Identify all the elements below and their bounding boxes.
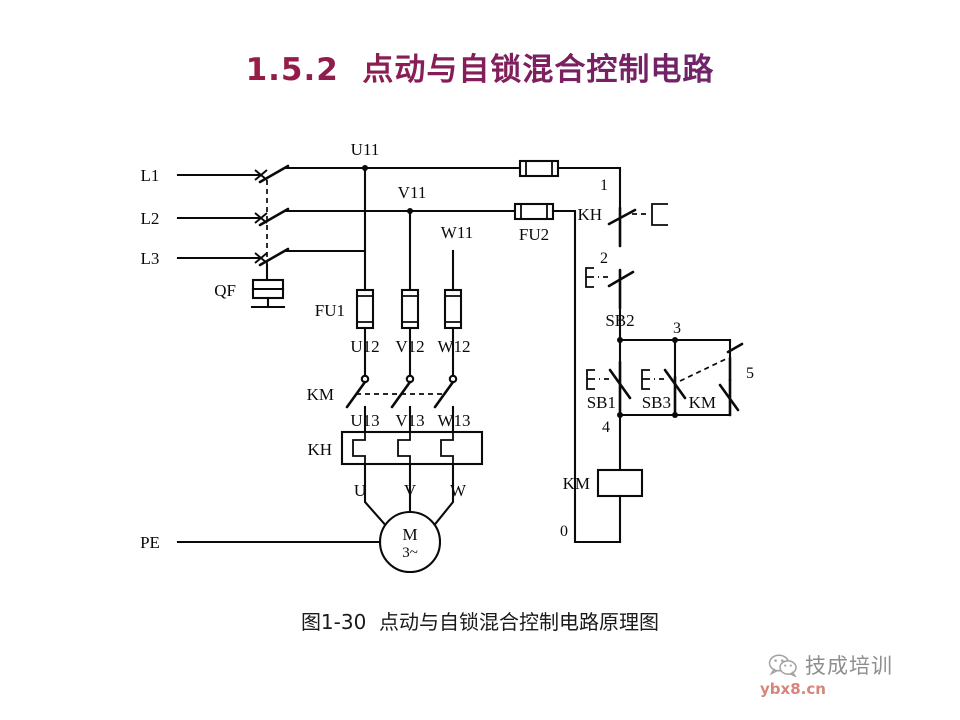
pushbutton-sb1[interactable] bbox=[586, 338, 632, 417]
label-km-coil: KM bbox=[563, 474, 590, 493]
label-pe: PE bbox=[140, 533, 160, 552]
label-v12: V12 bbox=[395, 337, 424, 356]
label-L3: L3 bbox=[141, 249, 160, 268]
thermal-relay-kh-heaters[interactable] bbox=[340, 430, 484, 466]
pushbutton-sb2[interactable] bbox=[585, 267, 635, 310]
label-v13: V13 bbox=[395, 411, 424, 430]
branch-top-bus bbox=[617, 306, 732, 379]
label-u13: U13 bbox=[350, 411, 379, 430]
phase-drops bbox=[362, 165, 455, 292]
label-w13: W13 bbox=[437, 411, 470, 430]
circuit-breaker-qf[interactable]: QF bbox=[214, 164, 290, 309]
pushbutton-sb3[interactable] bbox=[641, 357, 729, 417]
line-L3 bbox=[176, 249, 367, 260]
label-kh-heater: KH bbox=[307, 440, 332, 459]
label-sb1: SB1 bbox=[587, 393, 616, 412]
control-circuit-rails bbox=[551, 166, 622, 544]
label-kh-contact: KH bbox=[577, 205, 602, 224]
node-label-2: 2 bbox=[600, 250, 608, 267]
wechat-icon bbox=[768, 654, 797, 677]
node-label-5: 5 bbox=[746, 365, 754, 382]
km-main-contacts[interactable] bbox=[345, 374, 458, 432]
kh-nc-contact[interactable] bbox=[607, 203, 668, 248]
line-L2 bbox=[176, 209, 517, 220]
sb3-mechanical-link-right bbox=[679, 357, 729, 382]
node-label-0: 0 bbox=[560, 523, 568, 540]
label-u11: U11 bbox=[351, 140, 380, 159]
qf-x-mark bbox=[254, 169, 268, 264]
label-v11: V11 bbox=[398, 183, 427, 202]
label-qf: QF bbox=[214, 281, 236, 300]
fuse-fu1-group[interactable] bbox=[355, 288, 463, 330]
node-label-1: 1 bbox=[600, 177, 608, 194]
label-sb3: SB3 bbox=[642, 393, 671, 412]
motor-symbol[interactable]: M 3~ bbox=[378, 510, 442, 574]
label-motor-u: U bbox=[354, 481, 366, 500]
label-w11: W11 bbox=[441, 223, 473, 242]
label-motor-w: W bbox=[450, 481, 467, 500]
label-w12: W12 bbox=[437, 337, 470, 356]
page-title: 1.5.2 点动与自锁混合控制电路 bbox=[0, 44, 960, 89]
watermark: 技成培训 ybx8.cn bbox=[760, 644, 946, 706]
watermark-brand: 技成培训 bbox=[805, 654, 893, 678]
fuse-fu2-group[interactable] bbox=[513, 159, 560, 221]
watermark-url: ybx8.cn bbox=[760, 680, 826, 698]
label-L1: L1 bbox=[141, 166, 160, 185]
km-coil[interactable] bbox=[596, 413, 644, 544]
line-L1 bbox=[176, 166, 522, 177]
label-u12: U12 bbox=[350, 337, 379, 356]
node-label-3: 3 bbox=[673, 320, 681, 337]
label-motor-v: V bbox=[404, 481, 417, 500]
label-km-aux: KM bbox=[689, 393, 716, 412]
schematic-svg: L1 L2 L3 bbox=[140, 140, 754, 574]
branch-bottom-bus bbox=[617, 412, 732, 418]
motor-label: M bbox=[402, 525, 417, 544]
phase-mid-wires bbox=[363, 326, 455, 380]
motor-sublabel: 3~ bbox=[402, 545, 418, 561]
km-aux-selflock-branch[interactable] bbox=[718, 342, 744, 417]
label-fu2: FU2 bbox=[519, 225, 549, 244]
node-label-4: 4 bbox=[602, 419, 610, 436]
label-km-main: KM bbox=[307, 385, 334, 404]
label-L2: L2 bbox=[141, 209, 160, 228]
label-fu1: FU1 bbox=[315, 301, 345, 320]
figure-caption: 图1-30 点动与自锁混合控制电路原理图 bbox=[300, 610, 660, 634]
circuit-diagram: L1 L2 L3 bbox=[120, 130, 840, 580]
